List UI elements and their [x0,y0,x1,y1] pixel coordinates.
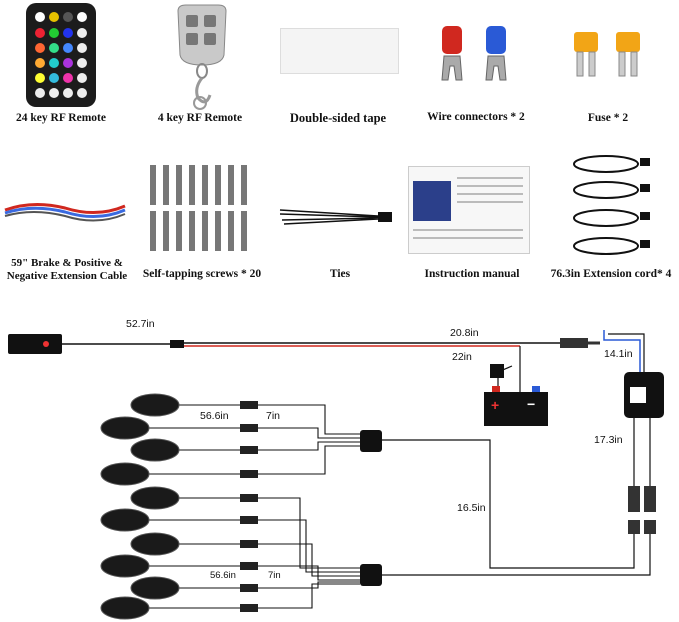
wire-connectors-label: Wire connectors * 2 [427,111,525,123]
length-short-bottom: 7in [268,570,281,581]
qr-code-icon [630,387,646,403]
battery-plus-sign: + [491,397,500,413]
extension-cords-image [573,155,650,255]
extension-cable-label-line1: 59" Brake & Positive & [11,257,123,269]
rock-light-3 [130,438,180,462]
screws-image [150,165,247,251]
length-branch: 16.5in [457,502,486,514]
length-short-top: 7in [266,410,281,422]
fuse-label: Fuse * 2 [587,112,629,124]
rock-light-6 [100,508,150,532]
length-pod-top: 56.6in [200,410,229,422]
rock-light-8 [100,554,150,578]
rock-light-5 [130,486,180,510]
splitter-bottom [360,564,382,586]
dc-plug [560,338,588,348]
rock-light-4 [100,462,150,486]
screws-label: Self-tapping screws * 20 [142,268,262,280]
ties-image [279,209,392,225]
battery-minus-sign: − [527,396,536,412]
rock-light-1 [130,393,180,417]
length-main-cable: 52.7in [126,318,155,330]
remote-4-key-image [177,4,227,110]
rock-light-2 [100,416,150,440]
switch-led-icon [43,341,49,347]
fuse-image [574,32,640,77]
remote-24-key-label: 24 key RF Remote [16,112,106,124]
length-power-cable: 20.8in [450,327,479,339]
double-sided-tape-image [280,28,399,74]
rock-light-7 [130,532,180,556]
extension-cable-image [4,203,126,222]
switch-box [8,334,62,354]
length-controller-down: 17.3in [594,434,623,446]
instruction-manual-image [408,166,530,254]
double-sided-tape-label: Double-sided tape [289,111,387,125]
ties-label: Ties [329,268,351,280]
instruction-manual-label: Instruction manual [424,268,520,280]
remote-24-key-image [26,3,96,107]
length-fuse-wire: 22in [452,351,472,363]
extension-cable-label: 59" Brake & Positive & Negative Extensio… [0,257,134,283]
length-controller-lead: 14.1in [604,348,633,360]
wire-connectors-image [441,26,507,81]
splitter-top [360,430,382,452]
length-pod-bottom: 56.6in [210,570,236,581]
extension-cable-label-line2: Negative Extension Cable [6,270,128,282]
extension-cords-label: 76.3in Extension cord* 4 [550,268,672,280]
battery [484,392,548,426]
remote-4-key-label: 4 key RF Remote [157,112,243,124]
rock-light-10 [100,596,150,620]
rock-light-9 [130,576,180,600]
